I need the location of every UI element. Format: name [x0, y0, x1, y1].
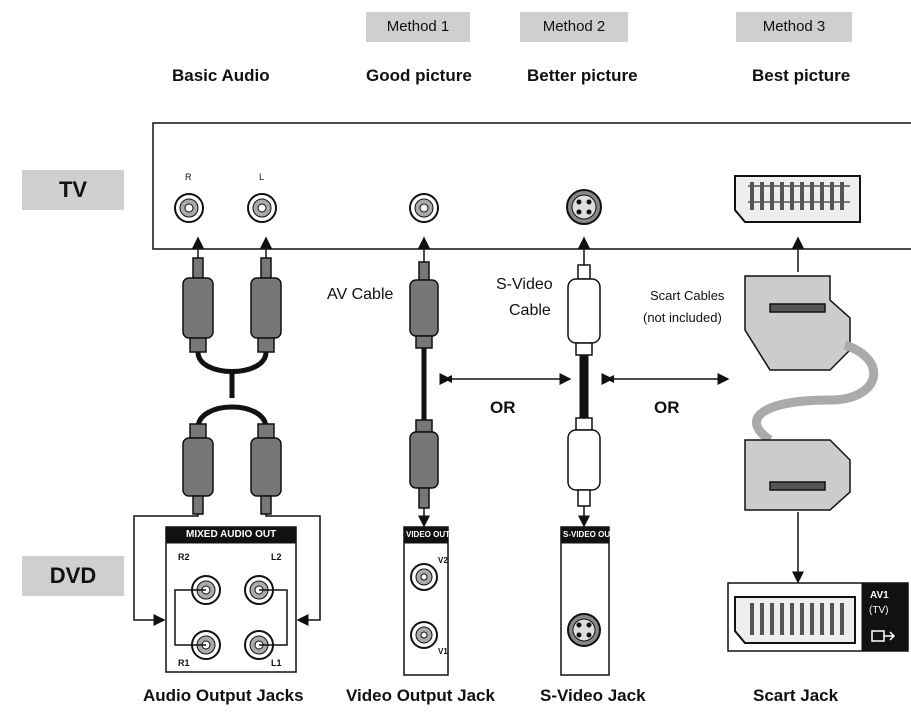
mixed-audio-panel [165, 526, 297, 673]
video-output-jack-caption: Video Output Jack [346, 686, 495, 705]
better-picture-heading: Better picture [527, 66, 638, 85]
svideo-cable-label-line2: Cable [509, 302, 551, 319]
dvd-tag: DVD [22, 556, 124, 596]
v1-label: V1 [438, 647, 448, 656]
svideo-cable-label-line1: S-Video [496, 276, 553, 293]
svideo-cable [567, 264, 601, 507]
basic-audio-heading: Basic Audio [172, 66, 270, 85]
best-picture-heading: Best picture [752, 66, 851, 85]
mixed-audio-out-label: MIXED AUDIO OUT [186, 529, 277, 540]
video-out-panel [403, 526, 449, 676]
tv-jack-l-label: L [259, 172, 265, 182]
video-out-label: VIDEO OUT [406, 530, 451, 539]
scart-cable [744, 275, 879, 511]
or-label-1: OR [490, 398, 516, 417]
r2-label: R2 [178, 552, 190, 562]
av1-tv-label: (TV) [869, 605, 889, 616]
dvd-scart-jack [727, 582, 909, 652]
svideo-out-panel [560, 526, 610, 676]
or-label-2: OR [654, 398, 680, 417]
tv-jack-l [247, 193, 277, 223]
av1-label: AV1 [870, 590, 889, 601]
tv-tag: TV [22, 170, 124, 210]
good-picture-heading: Good picture [366, 66, 472, 85]
tv-scart-jack [734, 175, 861, 223]
av-cable-label: AV Cable [327, 286, 394, 303]
tv-jack-r [174, 193, 204, 223]
tv-jack-svideo [566, 189, 602, 225]
l1-label: L1 [271, 658, 282, 668]
l2-label: L2 [271, 552, 282, 562]
method-2-tab: Method 2 [520, 12, 628, 42]
audio-output-jacks-caption: Audio Output Jacks [143, 686, 304, 705]
svideo-out-label: S-VIDEO OUT [563, 530, 616, 539]
method-3-tab: Method 3 [736, 12, 852, 42]
tv-jack-r-label: R [185, 172, 192, 182]
av-cable [409, 261, 439, 509]
svideo-jack-caption: S-Video Jack [540, 686, 646, 705]
scart-cable-label-line2: (not included) [643, 310, 722, 325]
scart-cable-label-line1: Scart Cables [650, 288, 725, 303]
v2-label: V2 [438, 556, 448, 565]
method-1-tab: Method 1 [366, 12, 470, 42]
scart-jack-caption: Scart Jack [753, 686, 839, 705]
r1-label: R1 [178, 658, 190, 668]
audio-cable [182, 257, 282, 515]
tv-jack-video [409, 193, 439, 223]
